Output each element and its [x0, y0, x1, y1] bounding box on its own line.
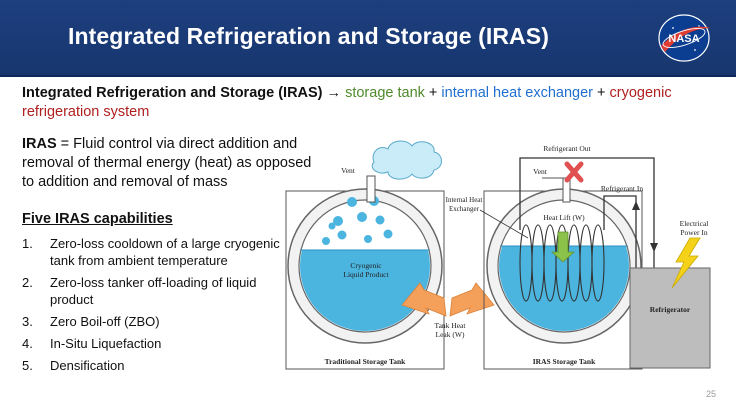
tank-heat-label-2: Leak (W) — [436, 330, 465, 339]
electrical-power-label-1: Electrical — [680, 219, 709, 228]
list-item-text: Zero Boil-off (ZBO) — [50, 314, 160, 329]
subtitle-cryo-system: cryogenic refrigeration system — [22, 85, 672, 120]
heat-lift-label: Heat Lift (W) — [543, 213, 585, 222]
definition-text: = Fluid control via direct addition and … — [22, 136, 312, 190]
title-bar: Integrated Refrigeration and Storage (IR… — [0, 0, 736, 77]
heat-exchanger-coil — [519, 224, 605, 302]
capabilities-list: 1. Zero-loss cooldown of a large cryogeni… — [22, 235, 292, 379]
iras-diagram: Cryogenic Liquid Product Vent Traditiona… — [285, 140, 711, 370]
heat-leak-arrow-left — [401, 282, 447, 317]
heat-leak-arrow-right — [449, 282, 495, 317]
boiloff-bubbles — [322, 196, 393, 245]
page-number: 25 — [706, 389, 717, 399]
electrical-power-label-2: Power In — [680, 228, 708, 237]
subtitle-prefix: Integrated Refrigeration and Storage (IR… — [22, 85, 323, 101]
refrigerant-in-label: Refrigerant In — [601, 184, 644, 193]
list-item: 2. Zero-loss tanker off-loading of liquid… — [22, 274, 292, 308]
list-item: 1. Zero-loss cooldown of a large cryogeni… — [22, 235, 292, 269]
tank-heat-label-1: Tank Heat — [435, 321, 467, 330]
subtitle-plus-1: + — [424, 85, 442, 101]
nasa-logo-icon: NASA — [658, 14, 711, 62]
refrigerant-in-arrow-icon — [632, 201, 640, 210]
list-item-number: 3. — [22, 314, 33, 329]
slide-title: Integrated Refrigeration and Storage (IR… — [68, 23, 549, 49]
hx-label-1: Internal Heat — [446, 196, 483, 204]
refrigerant-out-arrow-icon — [650, 243, 658, 252]
lightning-icon — [671, 237, 701, 289]
hx-pointer-line — [479, 209, 529, 239]
list-item: 5. Densification — [22, 357, 292, 374]
list-item-text: Zero-loss tanker off-loading of liquid p… — [50, 275, 257, 307]
refrigerator-label: Refrigerator — [650, 305, 691, 314]
subtitle-heat-exchanger: internal heat exchanger — [441, 85, 593, 101]
definition-term: IRAS — [22, 136, 57, 152]
vapor-cloud — [371, 140, 442, 180]
traditional-tank-label: Traditional Storage Tank — [325, 357, 407, 366]
refrigerant-out-label: Refrigerant Out — [543, 144, 591, 153]
nasa-logo-text: NASA — [668, 33, 699, 45]
vent-left-label: Vent — [341, 166, 356, 175]
iras-tank-label: IRAS Storage Tank — [533, 357, 596, 366]
list-item-text: In-Situ Liquefaction — [50, 336, 162, 351]
list-item-text: Zero-loss cooldown of a large cryogenic … — [50, 236, 280, 268]
traditional-vent-pipe — [366, 175, 376, 203]
liquid-product-label-2: Liquid Product — [343, 270, 389, 279]
refrigerant-loop — [519, 157, 655, 268]
list-item-number: 2. — [22, 275, 33, 290]
iras-definition: IRAS = Fluid control via direct addition… — [22, 135, 322, 192]
subtitle-arrow: → — [322, 85, 346, 101]
heat-lift-arrow — [550, 231, 576, 263]
liquid-product-label-1: Cryogenic — [350, 261, 382, 270]
list-item: 4. In-Situ Liquefaction — [22, 335, 292, 352]
list-item-number: 1. — [22, 236, 33, 251]
refrigerator-box — [629, 267, 711, 369]
vent-closed-x-icon — [564, 161, 584, 183]
subtitle-plus-2: + — [592, 85, 610, 101]
list-item-text: Densification — [50, 358, 125, 373]
hx-label-2: Exchanger — [449, 205, 480, 213]
iras-subtitle: Integrated Refrigeration and Storage (IR… — [22, 84, 722, 122]
capabilities-heading: Five IRAS capabilities — [22, 211, 173, 227]
list-item: 3. Zero Boil-off (ZBO) — [22, 313, 292, 330]
subtitle-storage-tank: storage tank — [345, 85, 425, 101]
vent-right-label: Vent — [533, 167, 548, 176]
list-item-number: 4. — [22, 336, 33, 351]
list-item-number: 5. — [22, 358, 33, 373]
